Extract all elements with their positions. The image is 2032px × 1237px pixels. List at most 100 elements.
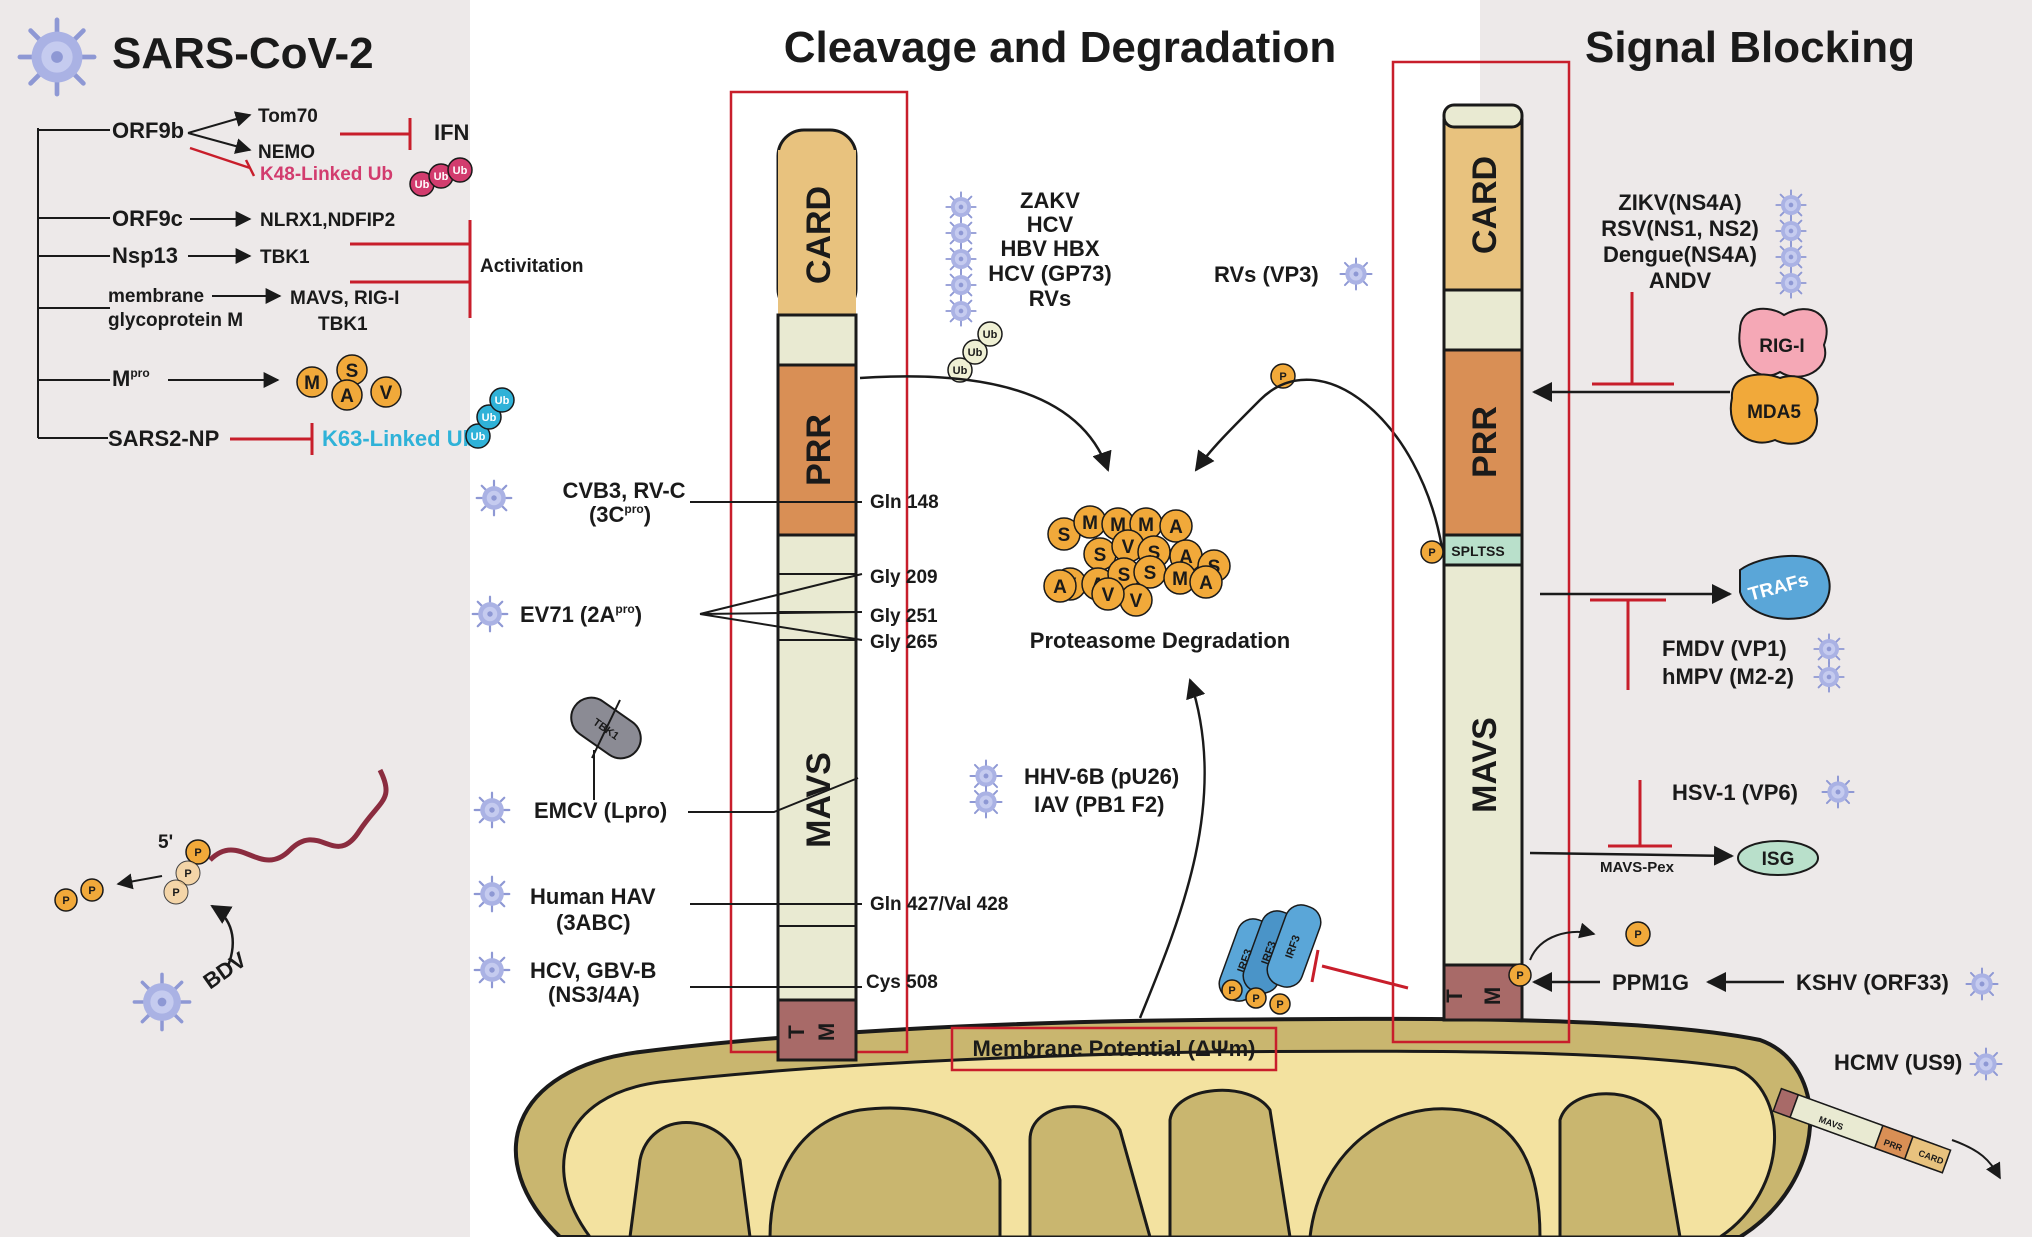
irf3-cluster: P P P bbox=[1218, 904, 1322, 1015]
hav-virus-icon bbox=[473, 875, 511, 913]
svg-text:P: P bbox=[194, 847, 201, 859]
proteasome-ball-letter: A bbox=[1169, 517, 1183, 538]
bdv-virus-icon bbox=[132, 972, 192, 1032]
mpro-mavs-balls: M S A V bbox=[296, 354, 402, 411]
degrader-hbv: HBV HBX bbox=[1000, 236, 1099, 261]
hcmv-label: HCMV (US9) bbox=[1834, 1050, 1962, 1075]
cleavage-lines bbox=[688, 501, 863, 988]
dengue-label: Dengue(NS4A) bbox=[1603, 242, 1757, 267]
degrader-virus-icon-5 bbox=[945, 295, 977, 327]
tbk1-pill-icon bbox=[570, 696, 642, 800]
viral-rna-strand bbox=[208, 768, 389, 863]
k63-linked-ub-label: K63-Linked Ub bbox=[322, 426, 476, 451]
svg-text:P: P bbox=[184, 868, 191, 880]
svg-text:Ub: Ub bbox=[495, 395, 510, 407]
five-prime-label: 5' bbox=[158, 832, 173, 853]
svg-text:Ub: Ub bbox=[953, 365, 968, 377]
arrow-orf9b-nemo bbox=[187, 132, 252, 154]
proteasome-ball bbox=[1159, 509, 1193, 543]
tom70-nemo-ifn-inhibit bbox=[340, 118, 412, 150]
kshv-label: KSHV (ORF33) bbox=[1796, 970, 1949, 995]
sars-cov-2-virus-icon bbox=[20, 20, 94, 94]
proteasome-cluster: SMMMASVSASVASSMAVVA bbox=[1043, 505, 1231, 617]
extracted-mavs-mini bbox=[1772, 1087, 1952, 1174]
proteasome-ball-letter: S bbox=[1118, 565, 1131, 586]
mavs-protein-left bbox=[776, 128, 858, 1062]
released-phosphate-right: P bbox=[1625, 921, 1651, 947]
proteasome-ball-letter: M bbox=[1138, 515, 1154, 536]
kshv-virus-icon bbox=[1965, 967, 1999, 1001]
hhv-virus-icon-2 bbox=[969, 785, 1003, 819]
mavs-ub-chain: Ub Ub Ub bbox=[947, 321, 1003, 383]
svg-text:P: P bbox=[1516, 970, 1523, 982]
nlrx1-label: NLRX1,NDFIP2 bbox=[260, 210, 395, 231]
svg-text:P: P bbox=[172, 887, 179, 899]
zikv-inhibit bbox=[1592, 292, 1674, 386]
mavs-rigi-label: MAVS, RIG-I bbox=[290, 288, 399, 309]
released-phosphates: P P bbox=[54, 878, 104, 912]
hsv1-virus-icon bbox=[1821, 775, 1855, 809]
title-right: Signal Blocking bbox=[1585, 23, 1915, 72]
site-gln427: Gln 427/Val 428 bbox=[870, 894, 1008, 915]
proteasome-ball-letter: M bbox=[1172, 569, 1188, 590]
arrow-tm-phosphate-release bbox=[1529, 922, 1596, 961]
arrow-mavs-pex-to-isg bbox=[1529, 845, 1734, 866]
degrader-zakv: ZAKV bbox=[1020, 188, 1080, 213]
isg-shape bbox=[1737, 840, 1819, 876]
hcv-gbvb-label-2: (NS3/4A) bbox=[548, 982, 640, 1007]
site-gly209: Gly 209 bbox=[870, 567, 938, 588]
mitochondrion bbox=[513, 1016, 1813, 1237]
mavs-pex-label: MAVS-Pex bbox=[1600, 859, 1675, 876]
nemo-label: NEMO bbox=[258, 142, 315, 163]
iav-label: IAV (PB1 F2) bbox=[1034, 792, 1164, 817]
svg-text:V: V bbox=[380, 383, 393, 404]
svg-text:P: P bbox=[88, 885, 95, 897]
hcmv-virus-icon bbox=[1969, 1047, 2003, 1081]
title-left: SARS-CoV-2 bbox=[112, 29, 374, 78]
svg-text:P: P bbox=[1279, 371, 1286, 383]
hcv-virus-icon bbox=[473, 951, 511, 989]
card-domain-right: CARD bbox=[1466, 156, 1504, 254]
degrader-virus-icon-2 bbox=[945, 217, 977, 249]
arrow-membrane-to-proteasome bbox=[1138, 678, 1206, 1019]
rsv-label: RSV(NS1, NS2) bbox=[1601, 216, 1759, 241]
orf9b-label: ORF9b bbox=[112, 118, 184, 143]
svg-text:P: P bbox=[1634, 929, 1641, 941]
signal-blocking-frame bbox=[1391, 60, 1571, 1044]
site-gly251: Gly 251 bbox=[870, 606, 938, 627]
svg-text:P: P bbox=[1228, 985, 1235, 997]
svg-text:P: P bbox=[1252, 993, 1259, 1005]
mda5-label: MDA5 bbox=[1747, 402, 1801, 423]
site-gly265: Gly 265 bbox=[870, 632, 938, 653]
proteasome-label: Proteasome Degradation bbox=[1030, 628, 1290, 653]
ppm1g-label: PPM1G bbox=[1612, 970, 1689, 995]
degrader-hcv-gp73: HCV (GP73) bbox=[988, 261, 1111, 286]
nsp13-label: Nsp13 bbox=[112, 243, 178, 268]
ifn-label: IFN bbox=[434, 120, 469, 145]
svg-text:P: P bbox=[62, 895, 69, 907]
arrow-mavs-extraction bbox=[1951, 1139, 2001, 1180]
zikv-virus-icon-4 bbox=[1775, 267, 1807, 299]
orf9b-k48-inhibit bbox=[189, 146, 256, 177]
svg-text:Ub: Ub bbox=[968, 347, 983, 359]
degrader-virus-icon-1 bbox=[945, 191, 977, 223]
proteasome-ball bbox=[1043, 569, 1077, 603]
k48-linked-ub-label: K48-Linked Ub bbox=[260, 164, 393, 185]
site-cys508: Cys 508 bbox=[866, 972, 938, 993]
hmpv-label: hMPV (M2-2) bbox=[1662, 664, 1794, 689]
svg-text:M: M bbox=[304, 373, 320, 394]
arrow-bdv bbox=[210, 904, 234, 967]
arrow-orf9b-tom70 bbox=[187, 111, 252, 134]
proteasome-ball-letter: V bbox=[1122, 537, 1135, 558]
activation-inhibit-bracket bbox=[350, 220, 472, 318]
proteasome-ball-letter: A bbox=[1053, 577, 1067, 598]
tom70-label: Tom70 bbox=[258, 106, 318, 127]
tbk1-label: TBK1 bbox=[260, 247, 310, 268]
sars2np-k63-inhibit bbox=[230, 423, 314, 455]
site-gln148: Gln 148 bbox=[870, 492, 939, 513]
proteasome-ball-letter: M bbox=[1082, 513, 1098, 534]
proteasome-ball-letter: V bbox=[1102, 585, 1115, 606]
hav-label-2: (3ABC) bbox=[556, 910, 631, 935]
mavs-protein-right bbox=[1442, 103, 1524, 1022]
